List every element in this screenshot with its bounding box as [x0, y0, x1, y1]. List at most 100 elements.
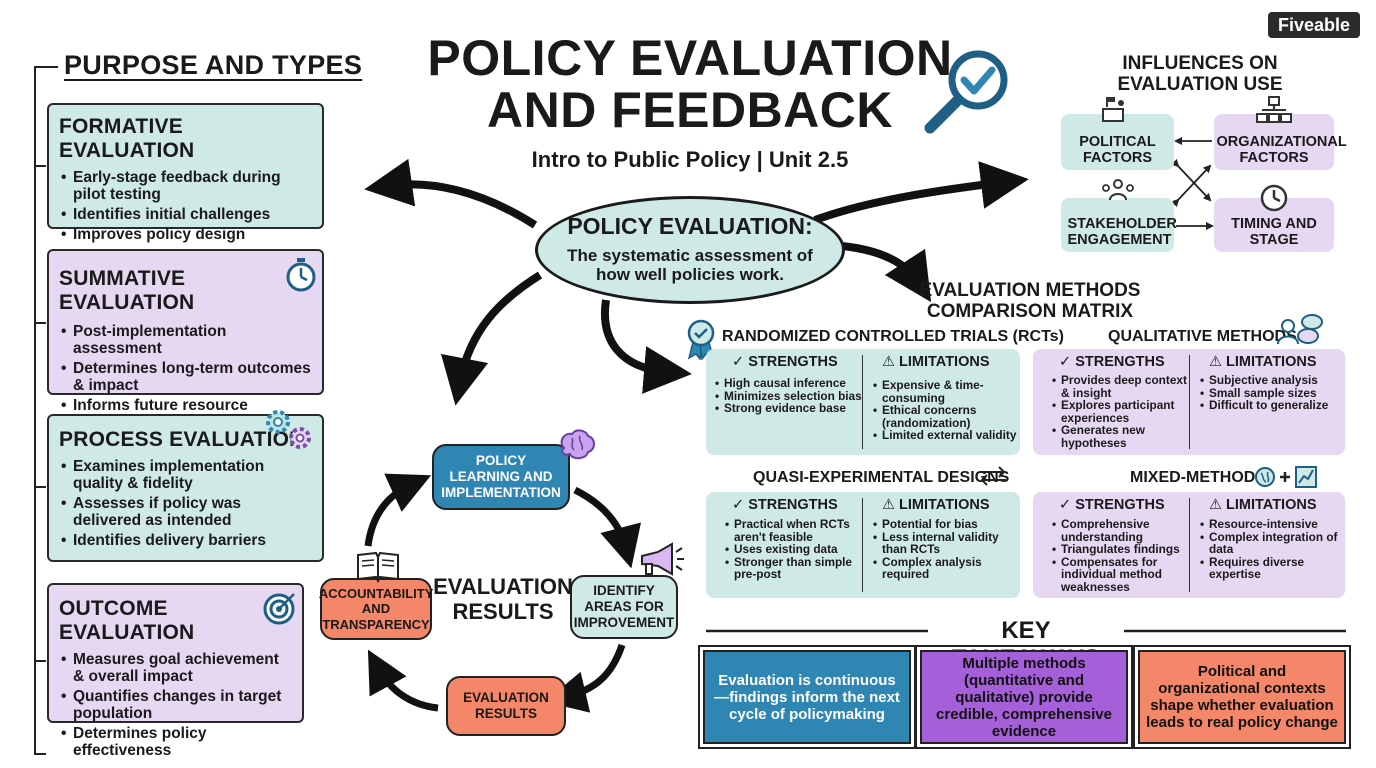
- formative-evaluation-card: FORMATIVE EVALUATION Early-stage feedbac…: [47, 103, 324, 243]
- list-item: Difficult to generalize: [1200, 399, 1349, 412]
- brain-icon: [560, 429, 595, 460]
- outcome-title: OUTCOME EVALUATION: [59, 597, 195, 644]
- check-icon: ✓: [732, 354, 749, 370]
- matrix-heading-line-2: COMPARISON MATRIX: [926, 301, 1134, 322]
- list-item: Identifies delivery barriers: [61, 532, 312, 549]
- arrow-to-purpose: [364, 158, 538, 229]
- list-item: Determines policy effectiveness: [61, 725, 292, 759]
- political-factors-box: POLITICAL FACTORS: [1061, 114, 1174, 170]
- timing-and-stage-label: TIMING AND STAGE: [1231, 216, 1317, 248]
- cycle-arrow-3: [367, 649, 439, 712]
- podium-icon: [1102, 97, 1124, 122]
- rct-cell: ✓ STRENGTHS ⚠ LIMITATIONS High causal in…: [706, 349, 1020, 455]
- list-item: Uses existing data: [725, 543, 868, 556]
- influences-heading-line-1: INFLUENCES ON: [1122, 53, 1278, 74]
- stakeholder-engagement-box: STAKEHOLDER ENGAGEMENT: [1061, 198, 1177, 252]
- limitations-label: LIMITATIONS: [1226, 354, 1317, 370]
- cycle-center-label: EVALUATION RESULTS: [430, 574, 576, 624]
- arrow-to-matrix: [841, 242, 932, 303]
- speech-bubbles-icon: [1277, 314, 1323, 345]
- list-item: Expensive & time-consuming: [873, 379, 1022, 404]
- definition-text: The systematic assessment of how well po…: [567, 246, 813, 284]
- swap-arrows-icon: [980, 466, 1006, 486]
- check-icon: ✓: [1059, 497, 1076, 513]
- list-item: Ethical concerns (randomization): [873, 404, 1022, 429]
- limitations-label: LIMITATIONS: [1226, 497, 1317, 513]
- takeaway-1: Evaluation is continuous—findings inform…: [698, 645, 916, 749]
- organizational-factors-box: ORGANIZATIONAL FACTORS: [1214, 114, 1347, 170]
- quasi-strengths-header: ✓ STRENGTHS: [732, 497, 838, 513]
- cycle-node-policy-learning: POLICY LEARNING AND IMPLEMENTATION: [432, 444, 570, 510]
- qualitative-limitations-header: ⚠ LIMITATIONS: [1209, 354, 1317, 370]
- list-item: Requires diverse expertise: [1200, 555, 1349, 581]
- formative-title: FORMATIVE EVALUATION: [59, 115, 195, 162]
- mixed-methods-title: MIXED-METHODS: [1130, 469, 1266, 486]
- strengths-label: STRENGTHS: [748, 354, 838, 370]
- list-item: Less internal validity than RCTs: [873, 530, 1022, 556]
- arrow-to-cycle: [440, 271, 543, 406]
- page-title: POLICY EVALUATION AND FEEDBACK: [400, 32, 980, 136]
- clock-icon: [1260, 184, 1288, 212]
- list-item: Subjective analysis: [1200, 374, 1349, 387]
- quasi-limitations-header: ⚠ LIMITATIONS: [882, 497, 990, 513]
- list-item: Explores participant experiences: [1052, 399, 1195, 424]
- page-subtitle: Intro to Public Policy | Unit 2.5: [531, 147, 849, 172]
- list-item: Quantifies changes in target population: [61, 688, 292, 722]
- cycle-arrow-4: [364, 473, 432, 547]
- list-item: Generates new hypotheses: [1052, 424, 1195, 449]
- list-item: Complex analysis required: [873, 555, 1022, 581]
- limitations-label: LIMITATIONS: [899, 497, 990, 513]
- fiveable-logo[interactable]: Fiveable: [1268, 12, 1360, 38]
- influences-heading-line-2: EVALUATION USE: [1117, 74, 1283, 95]
- rct-limitations-header: ⚠ LIMITATIONS: [882, 354, 990, 370]
- list-item: Provides deep context & insight: [1052, 374, 1195, 399]
- qualitative-title: QUALITATIVE METHODS: [1108, 328, 1297, 345]
- definition-heading: POLICY EVALUATION:: [567, 213, 813, 239]
- political-factors-label: POLITICAL FACTORS: [1079, 134, 1156, 166]
- list-item: Triangulates findings: [1052, 543, 1195, 556]
- purpose-heading: PURPOSE AND TYPES: [64, 50, 363, 80]
- list-item: Determines long-term outcomes & impact: [61, 360, 312, 394]
- takeaway-2: Multiple methods (quantitative and quali…: [915, 645, 1133, 749]
- matrix-heading: EVALUATION METHODS COMPARISON MATRIX: [900, 280, 1160, 322]
- cycle-node-evaluation-results: EVALUATION RESULTS: [446, 676, 566, 736]
- matrix-heading-line-1: EVALUATION METHODS: [919, 280, 1141, 301]
- summative-title: SUMMATIVE EVALUATION: [59, 267, 195, 314]
- megaphone-icon: [641, 542, 684, 576]
- list-item: Examines implementation quality & fideli…: [61, 458, 312, 492]
- warning-icon: ⚠: [1209, 354, 1227, 370]
- book-icon: [357, 551, 399, 583]
- title-line-2: AND FEEDBACK: [487, 82, 893, 138]
- mixed-strengths-header: ✓ STRENGTHS: [1059, 497, 1165, 513]
- list-item: Practical when RCTs aren't feasible: [725, 518, 868, 543]
- list-item: Minimizes selection bias: [715, 389, 864, 403]
- list-item: Stronger than simple pre-post: [725, 555, 868, 581]
- list-item: Early-stage feedback during pilot testin…: [61, 169, 312, 203]
- purpose-bracket: [34, 66, 36, 754]
- takeaway-3: Political and organizational contexts sh…: [1133, 645, 1351, 749]
- arrow-to-influences: [813, 161, 1029, 224]
- people-icon: [1102, 179, 1134, 201]
- mixed-methods-cell: ✓ STRENGTHS ⚠ LIMITATIONS Comprehensive …: [1033, 492, 1345, 598]
- list-item: Complex integration of data: [1200, 530, 1349, 556]
- org-chart-icon: [1256, 96, 1292, 123]
- process-evaluation-card: PROCESS EVALUATION Examines implementati…: [47, 414, 324, 562]
- policy-evaluation-definition: POLICY EVALUATION: The systematic assess…: [535, 196, 845, 304]
- list-item: Strong evidence base: [715, 402, 864, 415]
- strengths-label: STRENGTHS: [1075, 354, 1165, 370]
- cycle-arrow-2: [544, 643, 626, 713]
- title-line-1: POLICY EVALUATION: [427, 30, 953, 86]
- rct-strengths-header: ✓ STRENGTHS: [732, 354, 838, 370]
- warning-icon: ⚠: [882, 354, 900, 370]
- organizational-factors-label: ORGANIZATIONAL FACTORS: [1216, 134, 1347, 166]
- strengths-label: STRENGTHS: [1075, 497, 1165, 513]
- limitations-label: LIMITATIONS: [899, 354, 990, 370]
- list-item: Measures goal achievement & overall impa…: [61, 651, 292, 685]
- warning-icon: ⚠: [1209, 497, 1227, 513]
- brain-plus-chart-icon: [1255, 466, 1317, 488]
- target-icon: [263, 593, 295, 625]
- list-item: Assesses if policy was delivered as inte…: [61, 495, 312, 529]
- list-item: Potential for bias: [873, 518, 1022, 531]
- process-title: PROCESS EVALUATION: [59, 428, 305, 451]
- cycle-node-accountability: ACCOUNTABILITY AND TRANSPARENCY: [319, 578, 433, 640]
